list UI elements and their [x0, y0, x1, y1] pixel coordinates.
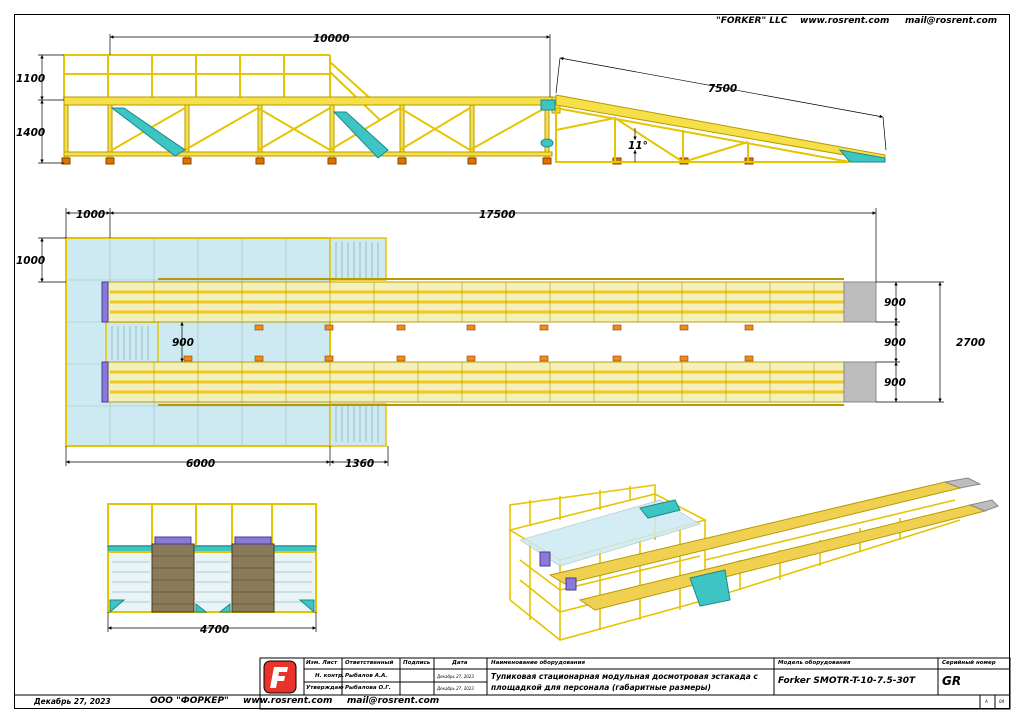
tb-row1-role: Н. контр.	[315, 673, 345, 679]
dim-plan-left-offset: 1000	[76, 209, 105, 221]
dim-plan-top-offset: 1000	[16, 255, 45, 267]
tb-model: Forker SMOTR-T-10-7.5-30T	[778, 676, 916, 686]
tb-col-serial: Серийный номер	[942, 660, 996, 666]
front-view	[107, 503, 317, 614]
tb-equipment-name-line1: Тупиковая стационарная модульная досмотр…	[491, 672, 758, 681]
tb-serial: GR	[942, 674, 962, 688]
dim-track-width-1: 900	[884, 297, 906, 309]
dim-overall-width: 2700	[956, 337, 985, 349]
dim-track-width-2: 900	[884, 377, 906, 389]
forker-logo-icon	[263, 660, 297, 694]
dim-track-gap: 900	[884, 337, 906, 349]
tb-equipment-name-line2: площадкой для персонала (габаритные разм…	[491, 683, 711, 692]
header-site: www.rosrent.com	[800, 16, 890, 26]
header-email: mail@rosrent.com	[905, 16, 998, 26]
tb-sheet: 04	[999, 699, 1005, 704]
tb-col-equipment-name: Наименование оборудования	[491, 660, 585, 666]
tb-row1-person: Рыбалов А.А.	[345, 673, 388, 679]
dim-inner-gap: 900	[172, 337, 194, 349]
dim-side-total: 10000	[313, 33, 350, 45]
tb-format: A	[985, 699, 988, 704]
title-block-grid	[14, 657, 1011, 710]
isometric-view	[507, 477, 999, 641]
tb-col-signature: Подпись	[403, 660, 431, 666]
dim-ramp-angle: 11°	[628, 140, 648, 152]
tb-row2-role: Утверждаю	[306, 685, 344, 691]
footer-company: ООО "ФОРКЕР"	[150, 696, 229, 706]
side-view	[61, 54, 886, 165]
footer-site: www.rosrent.com	[243, 696, 333, 706]
footer-date: Декабрь 27, 2023	[34, 697, 111, 706]
dim-plan-overall-length: 17500	[479, 209, 516, 221]
dim-railing-height: 1100	[16, 73, 45, 85]
tb-col-date: Дата	[452, 660, 468, 666]
plan-view	[65, 237, 877, 447]
header-company: "FORKER" LLC	[716, 16, 788, 26]
dim-ramp-length: 7500	[708, 83, 737, 95]
tb-col-responsible: Ответственный	[345, 660, 394, 666]
dim-deck-height: 1400	[16, 127, 45, 139]
dim-stair-length: 1360	[345, 458, 374, 470]
tb-col-model: Модель оборудования	[778, 660, 851, 666]
footer-email: mail@rosrent.com	[347, 696, 440, 706]
dim-front-width: 4700	[199, 624, 229, 636]
tb-row2-date: Декабрь 27, 2023	[437, 686, 474, 691]
tb-row1-date: Декабрь 27, 2023	[437, 674, 474, 679]
tb-row2-person: Рыбалова О.Г.	[345, 685, 391, 691]
dim-platform-length: 6000	[186, 458, 215, 470]
tb-col-izm: Изм. Лист	[306, 660, 338, 666]
